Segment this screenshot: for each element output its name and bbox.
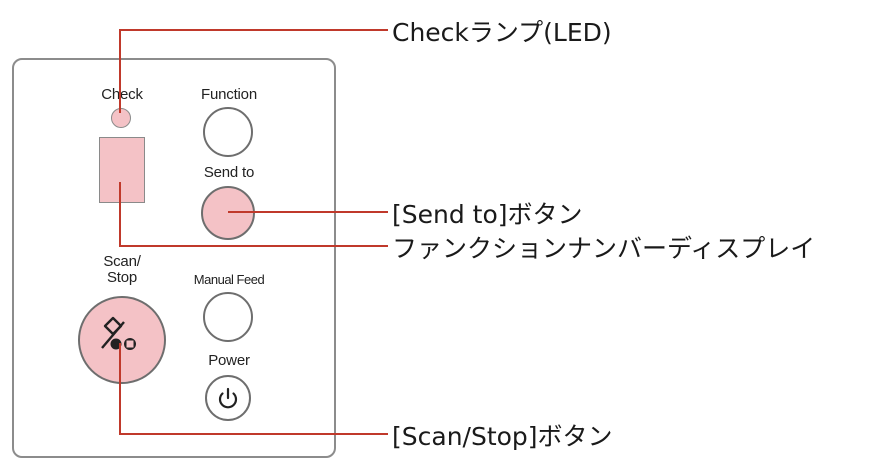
function-button[interactable] (203, 107, 253, 157)
callout-send-to-button: [Send to]ボタン (392, 200, 583, 229)
scan-stop-label: Scan/ Stop (103, 253, 141, 286)
scan-stop-label-line2: Stop (106, 269, 138, 286)
power-label: Power (208, 352, 250, 369)
power-icon (218, 387, 238, 409)
callout-check-lamp: Checkランプ(LED) (392, 18, 612, 47)
scan-stop-button[interactable] (78, 296, 166, 384)
function-label: Function (201, 86, 257, 103)
scan-stop-label-line1: Scan/ (103, 253, 141, 270)
power-button[interactable] (205, 375, 251, 421)
leader-line-function-display (119, 182, 388, 247)
scan-stop-icon (101, 316, 136, 350)
callout-function-number-display: ファンクションナンバーディスプレイ (392, 234, 816, 263)
manual-feed-label: Manual Feed (193, 272, 265, 287)
leader-line-check-lamp (119, 29, 388, 113)
leader-line-scan-stop (119, 343, 388, 435)
check-label: Check (101, 86, 143, 103)
scanner-operator-panel (12, 58, 336, 458)
callout-scan-stop-button: [Scan/Stop]ボタン (392, 422, 613, 451)
function-number-display (99, 137, 145, 203)
send-to-label: Send to (203, 164, 255, 181)
manual-feed-button[interactable] (203, 292, 253, 342)
